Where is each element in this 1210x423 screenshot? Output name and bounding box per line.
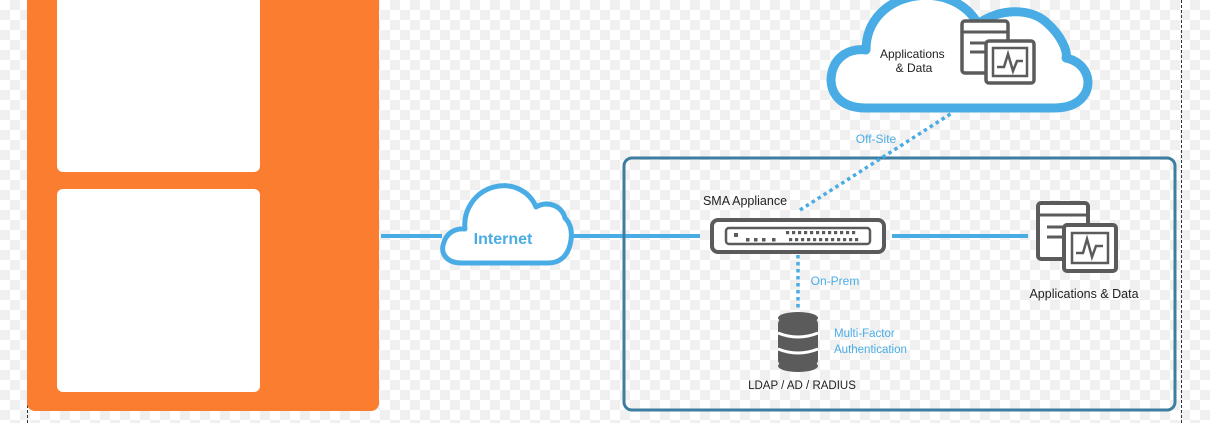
- client-card-bottom: [57, 189, 260, 392]
- off-site-label: Off-Site: [856, 132, 897, 146]
- appliance-icon: [710, 218, 886, 254]
- cloud-apps-line-1: Applications: [880, 47, 945, 61]
- internet-cloud-icon: [440, 183, 574, 266]
- ldap-label: LDAP / AD / RADIUS: [748, 380, 856, 392]
- guide-line-right: [1181, 0, 1182, 423]
- on-prem-label: On-Prem: [811, 274, 860, 288]
- database-icon: [777, 312, 819, 372]
- internet-label: Internet: [474, 231, 533, 248]
- cloud-icon: [826, 0, 1093, 113]
- server-app-icon: [960, 19, 1036, 85]
- mfa-line-2: Authentication: [834, 344, 907, 356]
- server-app-icon: [1036, 201, 1118, 273]
- apps-data-label: Applications & Data: [1029, 287, 1138, 301]
- link-off-site: [799, 111, 953, 212]
- cloud-apps-label: Applications & Data: [880, 47, 948, 75]
- sma-appliance-label: SMA Appliance: [703, 194, 787, 208]
- cloud-apps-line-2: & Data: [896, 61, 933, 75]
- on-prem-network-box: [622, 156, 1177, 412]
- mfa-label: Multi-Factor Authentication: [834, 328, 907, 356]
- mfa-line-1: Multi-Factor: [834, 328, 895, 340]
- client-card-top: [57, 0, 260, 172]
